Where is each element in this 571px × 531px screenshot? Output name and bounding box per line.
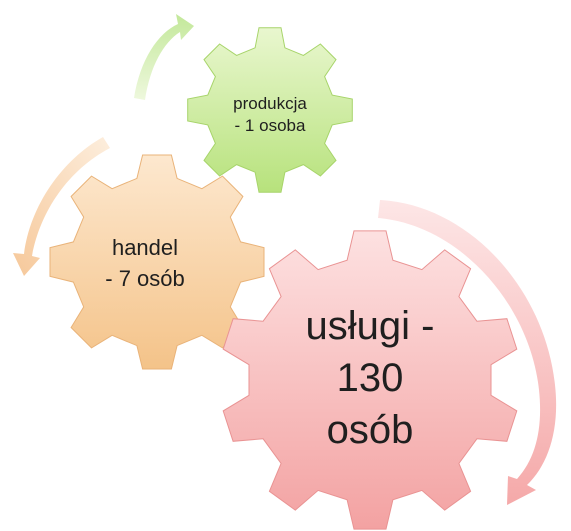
gear-uslugi-label: usługi - 130 osób — [270, 300, 470, 456]
gear-uslugi — [222, 230, 518, 530]
gear-produkcja-label: produkcja - 1 osoba — [205, 93, 335, 137]
gear-uslugi-line-1: usługi - — [305, 304, 435, 348]
arrow-green — [134, 14, 194, 100]
gear-handel-label: handel - 7 osób — [85, 232, 205, 294]
gear-produkcja-line-2: - 1 osoba — [234, 116, 306, 135]
gear-handel — [49, 154, 265, 370]
arrow-orange — [13, 137, 110, 276]
gear-uslugi-line-2: 130 — [336, 356, 404, 400]
gear-handel-line-1: handel — [111, 235, 179, 260]
gear-uslugi-line-3: osób — [326, 408, 414, 452]
gear-produkcja-line-1: produkcja — [233, 94, 307, 113]
gear-produkcja — [187, 27, 353, 193]
arrow-red — [378, 200, 557, 505]
gear-handel-line-2: - 7 osób — [105, 266, 185, 291]
